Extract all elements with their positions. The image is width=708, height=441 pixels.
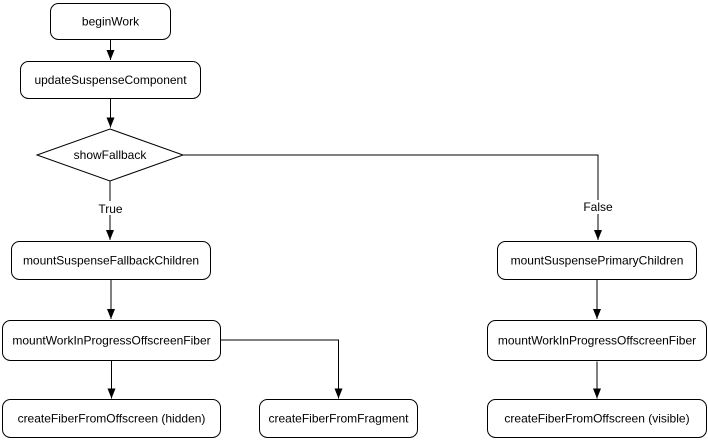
node-mount-suspense-primary-children-label: mountSuspensePrimaryChildren: [511, 254, 684, 268]
node-mount-work-in-progress-offscreen-fiber-left-box: [2, 320, 221, 361]
node-mount-suspense-primary-children: mountSuspensePrimaryChildren: [497, 241, 697, 280]
edge-label-true: True: [96, 201, 125, 216]
node-create-fiber-from-fragment-label: createFiberFromFragment: [268, 412, 409, 426]
edge-label-true-bg: [96, 201, 125, 215]
node-mount-suspense-fallback-children: mountSuspenseFallbackChildren: [11, 241, 211, 280]
node-mount-suspense-primary-children-box: [497, 241, 697, 280]
edge-label-false: False: [581, 200, 615, 214]
node-create-fiber-from-offscreen-hidden-label: createFiberFromOffscreen (hidden): [18, 412, 206, 426]
node-mount-work-in-progress-offscreen-fiber-right-label: mountWorkInProgressOffscreenFiber: [498, 334, 696, 348]
node-update-suspense-component-box: [20, 61, 201, 99]
edge-label-true-text: True: [98, 202, 123, 216]
edge-label-false-text: False: [583, 200, 613, 214]
node-update-suspense-component-label: updateSuspenseComponent: [34, 73, 187, 87]
node-mount-suspense-fallback-children-box: [11, 241, 211, 280]
node-mount-work-in-progress-offscreen-fiber-right-box: [487, 320, 707, 361]
node-create-fiber-from-fragment: createFiberFromFragment: [259, 399, 418, 438]
edge-showfallback-false-branch: [183, 154, 602, 240]
edge-label-false-bg: [581, 200, 615, 214]
node-show-fallback-diamond: [35, 128, 185, 182]
node-create-fiber-from-offscreen-visible-box: [487, 399, 707, 438]
node-create-fiber-from-offscreen-hidden: createFiberFromOffscreen (hidden): [2, 399, 221, 438]
node-begin-work: beginWork: [50, 3, 171, 40]
node-mount-work-in-progress-offscreen-fiber-right: mountWorkInProgressOffscreenFiber: [487, 320, 707, 361]
node-create-fiber-from-fragment-box: [259, 399, 418, 438]
node-mount-work-in-progress-offscreen-fiber-left-label: mountWorkInProgressOffscreenFiber: [12, 334, 210, 348]
node-show-fallback-label: showFallback: [74, 148, 148, 162]
node-create-fiber-from-offscreen-visible-label: createFiberFromOffscreen (visible): [504, 412, 689, 426]
node-mount-work-in-progress-offscreen-fiber-left: mountWorkInProgressOffscreenFiber: [2, 320, 221, 361]
node-create-fiber-from-offscreen-hidden-box: [2, 399, 221, 438]
node-update-suspense-component: updateSuspenseComponent: [20, 61, 201, 99]
edge-offscreenfiber-to-fragment: [221, 339, 343, 399]
node-begin-work-label: beginWork: [82, 15, 140, 29]
node-create-fiber-from-offscreen-visible: createFiberFromOffscreen (visible): [487, 399, 707, 438]
node-mount-suspense-fallback-children-label: mountSuspenseFallbackChildren: [23, 254, 199, 268]
node-begin-work-box: [50, 3, 171, 40]
node-show-fallback: showFallback: [35, 128, 185, 182]
